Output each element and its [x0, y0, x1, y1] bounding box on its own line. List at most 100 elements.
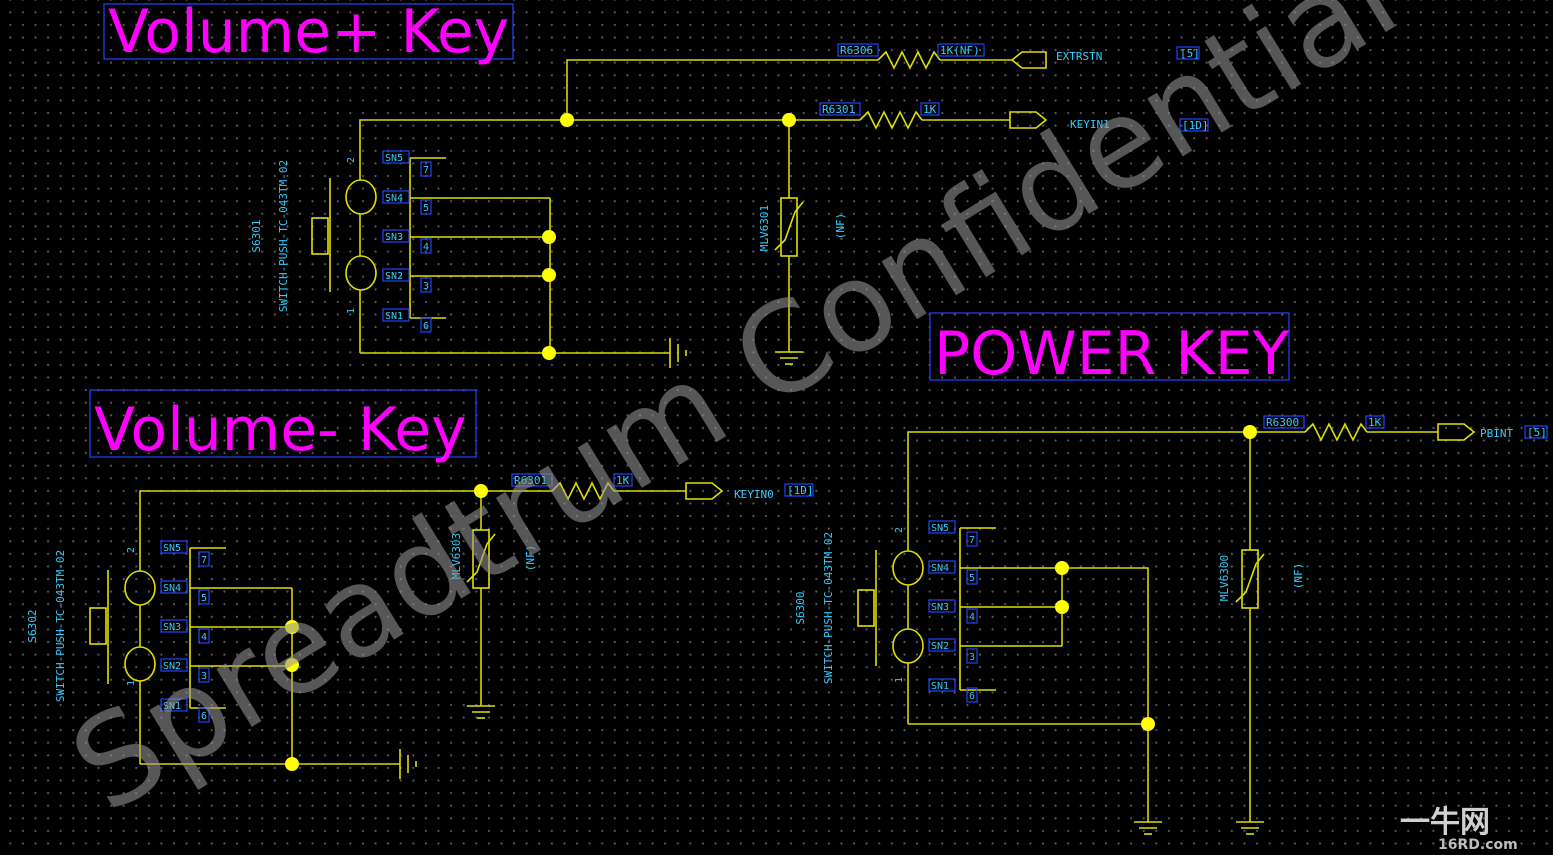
resistor-r6301	[859, 110, 923, 130]
r6306-value: 1K(NF)	[940, 44, 980, 57]
s6300-pin5-box	[966, 569, 978, 585]
s6301-pin4-box	[420, 238, 432, 254]
logo-url: 16RD.com	[1438, 837, 1518, 853]
junction-dot	[474, 484, 488, 498]
r6306-value-box	[937, 43, 985, 57]
s6300-pin7-box	[966, 531, 978, 547]
junction-dot	[542, 346, 556, 360]
s6302-pin3-box	[198, 667, 210, 683]
junction-dot	[1055, 600, 1069, 614]
keyin1-net: KEYIN1	[1070, 118, 1110, 131]
s6302-pin5: 5	[201, 593, 207, 604]
pbint-wire	[907, 431, 1305, 528]
s6300-sn3-box	[928, 599, 956, 613]
r6301b-value-box	[613, 473, 633, 487]
s6302-contact-2	[124, 570, 156, 606]
r6301-value-box	[920, 102, 940, 116]
s6301-pin7: 7	[423, 165, 429, 176]
junction-dot	[1243, 425, 1257, 439]
s6301-actuator	[311, 217, 329, 255]
volume-up-title-box	[103, 3, 514, 60]
r6301b-value: 1K	[616, 474, 630, 487]
s6301-pin3: 3	[423, 281, 429, 292]
s6300-pin-2: 2	[894, 527, 905, 533]
s6300-pin3: 3	[969, 652, 975, 663]
s6302-pin-2: 2	[126, 547, 137, 553]
r6306-ref-box	[837, 43, 879, 57]
extrstn-wire	[566, 59, 878, 120]
volume-down-title: Volume- Key	[94, 395, 467, 465]
s6302-pin4: 4	[201, 632, 207, 643]
s6301-sn4: SN4	[385, 193, 403, 204]
s6300-pin-1: 1	[894, 677, 905, 683]
s6300-pin5: 5	[969, 573, 975, 584]
mlv6303-ref: MLV6303	[450, 533, 463, 579]
port-pbint	[1437, 423, 1476, 441]
logo-text: 一牛网	[1400, 805, 1490, 840]
s6301-sn2: SN2	[385, 271, 403, 282]
r6300-ref-box	[1263, 415, 1305, 429]
s6301-pin-1: 1	[346, 308, 357, 314]
port-keyin1	[1009, 111, 1048, 129]
s6302-sn2: SN2	[163, 661, 181, 672]
s6302-pin3: 3	[201, 671, 207, 682]
s6300-sn5-box	[928, 520, 956, 534]
extrstn-ref-box	[1176, 46, 1200, 60]
s6301-pin5-box	[420, 199, 432, 215]
port-extrstn	[1010, 51, 1047, 69]
s6302-pin7-box	[198, 551, 210, 567]
site-logo: 一牛网 16RD.com	[1400, 805, 1518, 853]
mlv6301-ref: MLV6301	[758, 205, 771, 251]
s6300-gnd-wire-right	[1062, 567, 1149, 822]
s6301-pin4: 4	[423, 242, 429, 253]
junction-dot	[285, 658, 299, 672]
r6306-ref: R6306	[840, 44, 873, 57]
keyin1-wire	[359, 119, 860, 158]
junction-dot	[782, 113, 796, 127]
s6301-contact-1	[345, 255, 377, 291]
s6300-sn4: SN4	[931, 563, 949, 574]
keyin1-ref-box	[1179, 118, 1209, 132]
s6302-part: SWITCH-PUSH-TC-043TM-02	[54, 550, 67, 702]
volume-down-section: Volume- Key R6301 1K KEYIN0 [1D] MLV6303…	[26, 389, 814, 779]
s6300-sn1-box	[928, 678, 956, 692]
mlv6303-note: (NF)	[524, 545, 537, 572]
junction-dot	[1141, 717, 1155, 731]
s6302-sn3: SN3	[163, 622, 181, 633]
s6300-pin6-box	[966, 687, 978, 703]
s6302-sn4-box	[160, 580, 188, 594]
s6302-sn1-box	[160, 698, 188, 712]
s6300-sn3: SN3	[931, 602, 949, 613]
r6300-value: 1K	[1368, 416, 1382, 429]
r6301-value: 1K	[923, 103, 937, 116]
s6300-pin6: 6	[969, 691, 975, 702]
junction-dot	[542, 268, 556, 282]
s6302-pin4-box	[198, 628, 210, 644]
pbint-ref: [5]	[1527, 426, 1547, 439]
s6302-sn1: SN1	[163, 701, 181, 712]
mlv6301-note: (NF)	[834, 213, 847, 240]
s6302-actuator	[89, 607, 107, 645]
s6301-pin6-box	[420, 317, 432, 333]
s6302-sn3-box	[160, 619, 188, 633]
s6302-ref: S6302	[26, 609, 39, 642]
s6302-sn2-box	[160, 658, 188, 672]
s6301-sn5: SN5	[385, 153, 403, 164]
s6301-sn1-box	[382, 308, 410, 322]
s6300-sn2: SN2	[931, 641, 949, 652]
s6301-sn5-box	[382, 150, 410, 164]
extrstn-ref: [5]	[1180, 47, 1200, 60]
junction-dot	[1055, 561, 1069, 575]
s6300-pin7: 7	[969, 535, 975, 546]
s6300-pin3-box	[966, 648, 978, 664]
s6301-sn2-box	[382, 268, 410, 282]
keyin1-ref: [1D]	[1182, 119, 1209, 132]
s6300-part: SWITCH-PUSH-TC-043TM-02	[822, 532, 835, 684]
r6301b-ref-box	[511, 473, 553, 487]
power-title-box	[929, 312, 1290, 381]
s6302-sn4: SN4	[163, 583, 181, 594]
junction-dot	[560, 113, 574, 127]
r6300-value-box	[1365, 415, 1385, 429]
s6300-contact-2	[892, 550, 924, 586]
